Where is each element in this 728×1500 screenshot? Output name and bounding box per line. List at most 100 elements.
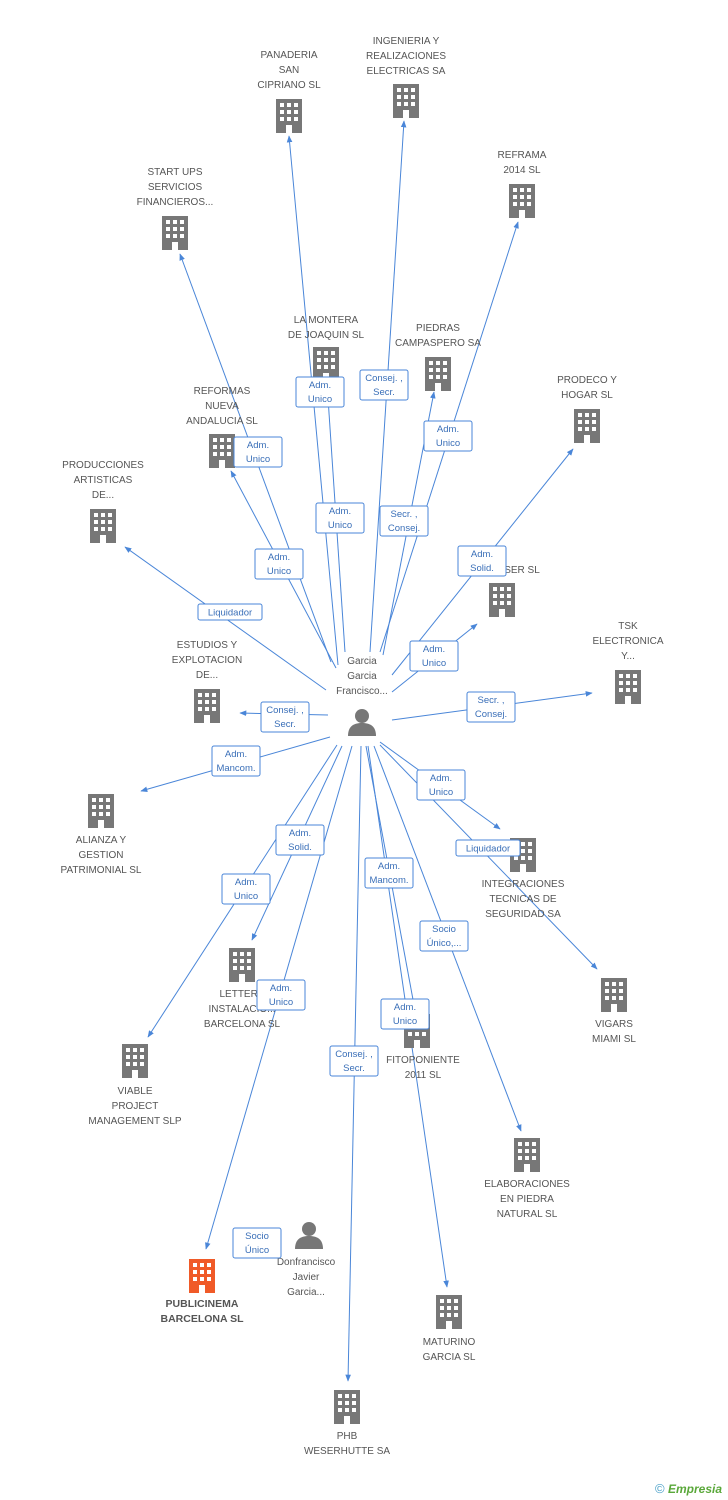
node-label-piedras: PIEDRAS	[416, 323, 460, 334]
edge-label-text: Secr. ,	[391, 509, 418, 520]
node-producciones[interactable]: PRODUCCIONESARTISTICASDE...	[62, 460, 144, 543]
edge-label-estudios[interactable]: Consej. ,Secr.	[260, 701, 310, 733]
node-label-alianza: PATRIMONIAL SL	[61, 865, 142, 876]
edge-label-box	[379, 505, 429, 537]
node-label-donfrancisco: Garcia...	[287, 1287, 325, 1298]
edge-vigars	[379, 744, 598, 970]
node-donfrancisco[interactable]: DonfranciscoJavierGarcia...	[277, 1222, 336, 1298]
node-ser[interactable]: SER SL	[489, 565, 540, 617]
edge-label-text: Adm.	[471, 549, 493, 560]
node-center[interactable]: GarciaGarciaFrancisco...	[336, 656, 388, 736]
edge-label-alianza[interactable]: Adm.Mancom.	[211, 745, 261, 777]
node-label-producciones: ARTISTICAS	[74, 475, 133, 486]
node-label-publicinema: BARCELONA SL	[160, 1313, 244, 1325]
edge-label-fitoponiente[interactable]: Adm.Mancom.	[364, 857, 414, 889]
edge-label-text: Secr.	[343, 1063, 365, 1074]
footer-brand[interactable]: © Empresia	[655, 1481, 722, 1496]
edge-label-producciones[interactable]: Liquidador	[197, 603, 263, 621]
copyright-symbol: ©	[655, 1481, 665, 1496]
node-tsk[interactable]: TSKELECTRONICAY...	[592, 621, 664, 704]
node-label-estudios: DE...	[196, 670, 218, 681]
edge-label-text: Adm.	[394, 1002, 416, 1013]
building-icon	[88, 794, 114, 828]
node-label-startups: FINANCIEROS...	[137, 197, 214, 208]
node-label-viable: MANAGEMENT SLP	[88, 1116, 181, 1127]
edge-label-panaderia[interactable]: Adm.Unico	[295, 376, 345, 408]
node-label-letters: INSTALACIO...	[208, 1004, 275, 1015]
edge-label-box	[275, 824, 325, 856]
building-icon	[90, 509, 116, 543]
edge-label-startups[interactable]: Adm.Unico	[233, 436, 283, 468]
node-estudios[interactable]: ESTUDIOS YEXPLOTACIONDE...	[172, 640, 242, 723]
node-startups[interactable]: START UPSSERVICIOSFINANCIEROS...	[137, 167, 214, 250]
node-label-estudios: EXPLOTACION	[172, 655, 242, 666]
edge-label-elaboraciones[interactable]: SocioÚnico,...	[419, 920, 469, 952]
edge-label-reframa[interactable]: Adm.Unico	[423, 420, 473, 452]
edge-label-maturino[interactable]: Adm.Unico	[380, 998, 430, 1030]
edge-label-text: Liquidador	[208, 608, 252, 619]
node-label-viable: PROJECT	[112, 1101, 159, 1112]
building-icon	[601, 978, 627, 1012]
edge-label-box	[409, 640, 459, 672]
node-label-elaboraciones: EN PIEDRA	[500, 1194, 554, 1205]
edge-label-text: Adm.	[437, 424, 459, 435]
edge-label-prodeco[interactable]: Adm.Solid.	[457, 545, 507, 577]
node-label-panaderia: PANADERIA	[260, 50, 317, 61]
node-piedras[interactable]: PIEDRAS CAMPASPERO SA	[395, 323, 481, 391]
building-icon	[229, 948, 255, 982]
node-label-startups: START UPS	[147, 167, 202, 178]
edge-label-viable[interactable]: Adm.Unico	[221, 873, 271, 905]
edge-label-integraciones[interactable]: Adm.Unico	[416, 769, 466, 801]
edge-label-text: Unico	[328, 520, 352, 531]
node-label-elaboraciones: ELABORACIONES	[484, 1179, 570, 1190]
node-label-ingenieria: REALIZACIONES	[366, 51, 446, 62]
edge-label-lamontera[interactable]: Adm.Unico	[315, 502, 365, 534]
edge-label-ingenieria[interactable]: Consej. ,Secr.	[359, 369, 409, 401]
edges-layer	[124, 120, 598, 1382]
edge-label-reformas[interactable]: Adm.Unico	[254, 548, 304, 580]
edge-label-piedras[interactable]: Secr. ,Consej.	[379, 505, 429, 537]
edge-label-text: Adm.	[270, 983, 292, 994]
node-label-vigars: VIGARS	[595, 1019, 633, 1030]
edge-label-phb[interactable]: Consej. ,Secr.	[329, 1045, 379, 1077]
edge-label-publicinema[interactable]: Adm.Unico	[256, 979, 306, 1011]
edge-label-box	[419, 920, 469, 952]
node-label-panaderia: SAN	[279, 65, 300, 76]
node-label-center: Garcia	[347, 671, 377, 682]
edge-label-text: Unico	[429, 787, 453, 798]
edge-label-text: Solid.	[288, 842, 312, 853]
edge-label-tsk[interactable]: Secr. ,Consej.	[466, 691, 516, 723]
building-icon	[615, 670, 641, 704]
edge-label-letters[interactable]: Adm.Solid.	[275, 824, 325, 856]
building-icon	[574, 409, 600, 443]
node-label-reformas: REFORMAS	[194, 386, 251, 397]
node-label-vigars: MIAMI SL	[592, 1034, 636, 1045]
node-vigars[interactable]: VIGARS MIAMI SL	[592, 978, 636, 1045]
edge-label-ser[interactable]: Adm.Unico	[409, 640, 459, 672]
edge-label-box	[295, 376, 345, 408]
node-label-reformas: NUEVA	[205, 401, 239, 412]
node-label-prodeco: PRODECO Y	[557, 375, 617, 386]
edge-label-vigars[interactable]: Liquidador	[455, 839, 521, 857]
node-label-piedras: CAMPASPERO SA	[395, 338, 481, 349]
node-viable[interactable]: VIABLE PROJECT MANAGEMENT SLP	[88, 1044, 182, 1127]
node-label-viable: VIABLE	[117, 1086, 152, 1097]
edge-label-text: Secr. ,	[478, 695, 505, 706]
building-icon	[489, 583, 515, 617]
